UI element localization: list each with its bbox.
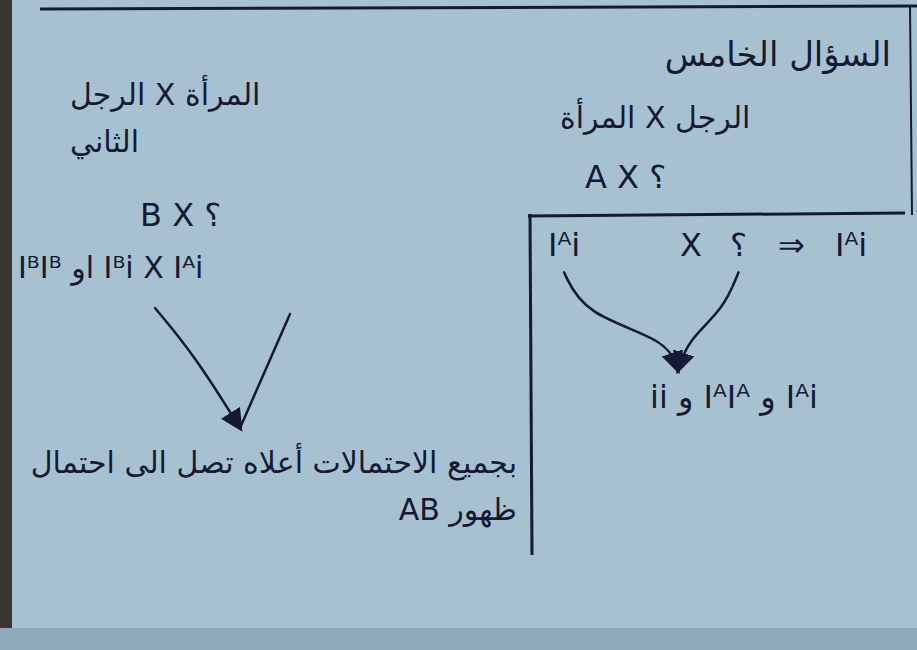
- cross-label: المرأة X الرجل: [560, 100, 750, 136]
- cross-arrow: [564, 272, 678, 370]
- unknown-mark: ؟: [730, 226, 747, 264]
- phenotype-cross: B X ؟: [140, 196, 221, 234]
- conclusion-note: بجميع الاحتمالات أعلاه تصل الى احتمال ظه…: [22, 440, 517, 533]
- cross-arrow: [155, 308, 240, 428]
- divider-line: [530, 214, 532, 555]
- top-rule: [40, 6, 917, 9]
- cross-arrow: [678, 272, 738, 370]
- implies-arrow: ⇒: [778, 226, 805, 264]
- section-rule: [528, 213, 905, 216]
- phenotype-cross: A X ؟: [585, 158, 666, 196]
- parent-genotypes: IᴮIᴮ او Iᴮi X Iᴬi: [18, 250, 203, 286]
- cross-sign: X: [680, 226, 702, 264]
- offspring-genotypes: ii و IᴬIᴬ و Iᴬi: [650, 378, 818, 416]
- cross-arrow: [240, 314, 290, 428]
- heading: السؤال الخامس: [665, 34, 891, 74]
- cross-label: المرأة X الرجل الثاني: [70, 72, 280, 165]
- paper-shadow: [0, 628, 917, 650]
- right-rule: [910, 6, 912, 215]
- genotype: Iᴬi: [548, 226, 580, 264]
- genotype: Iᴬi: [835, 226, 867, 264]
- paper-edge: [0, 0, 12, 650]
